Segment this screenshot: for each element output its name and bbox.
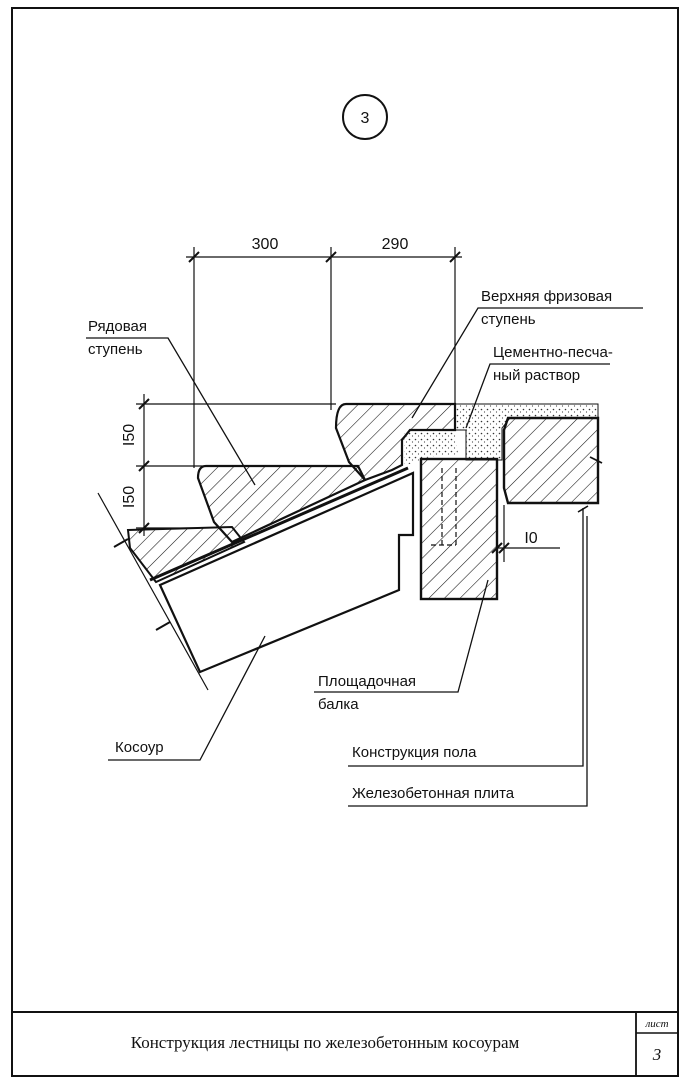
tick-3	[449, 251, 461, 263]
label-ordinary-step-line2: ступень	[88, 341, 143, 358]
gap-tick-2	[498, 542, 510, 554]
rc-slab	[502, 416, 600, 505]
mortar-under-step	[404, 432, 458, 466]
tick-2	[325, 251, 337, 263]
stringer-slope-line	[97, 492, 209, 691]
tick-v3	[138, 522, 150, 534]
label-beam-line1: Площадочная	[318, 673, 416, 690]
detail-marker-circle	[342, 94, 388, 140]
break-tick-1	[113, 538, 129, 548]
label-mortar-line2: ный раствор	[493, 367, 580, 384]
label-top-step-line2: ступень	[481, 311, 536, 328]
leader-stringer	[108, 635, 266, 761]
dim-gap: I0	[524, 530, 537, 547]
dim-riser-lower: I50	[121, 486, 138, 508]
sheet-frame	[11, 7, 679, 1077]
top-frieze-step	[334, 402, 457, 482]
stringer	[158, 471, 415, 674]
label-ordinary-step-line1: Рядовая	[88, 318, 147, 335]
label-rc-slab: Железобетонная плита	[352, 785, 515, 802]
tick-1	[188, 251, 200, 263]
slab-leader	[348, 516, 588, 807]
leader-tick	[577, 505, 589, 513]
gap-tick-1	[491, 542, 503, 554]
label-mortar-line1: Цементно-песча-	[493, 344, 613, 361]
tick-v2	[138, 460, 150, 472]
leader-ordinary-step	[86, 337, 256, 486]
dim-tread-width: 300	[252, 236, 279, 253]
leader-beam	[314, 579, 489, 693]
sheet-label: лист	[644, 1018, 668, 1030]
leader-mortar	[465, 363, 610, 429]
dim-riser-upper: I50	[121, 424, 138, 446]
break-tick-2	[155, 621, 171, 631]
lower-step	[126, 525, 246, 584]
drawing-title: Конструкция лестницы по железобетонным к…	[131, 1033, 520, 1052]
sheet-number: 3	[652, 1045, 662, 1064]
label-top-step-line1: Верхняя фризовая	[481, 288, 612, 305]
detail-marker-number: 3	[361, 110, 370, 127]
floor-leader	[348, 508, 584, 767]
slab-tick	[589, 456, 603, 464]
leader-top-step	[411, 307, 643, 419]
label-stringer: Косоур	[115, 739, 164, 756]
tick-v1	[138, 398, 150, 410]
dim-frieze-width: 290	[382, 236, 409, 253]
label-beam-line2: балка	[318, 696, 359, 713]
landing-beam	[419, 457, 499, 601]
label-floor-construction: Конструкция пола	[352, 744, 477, 761]
